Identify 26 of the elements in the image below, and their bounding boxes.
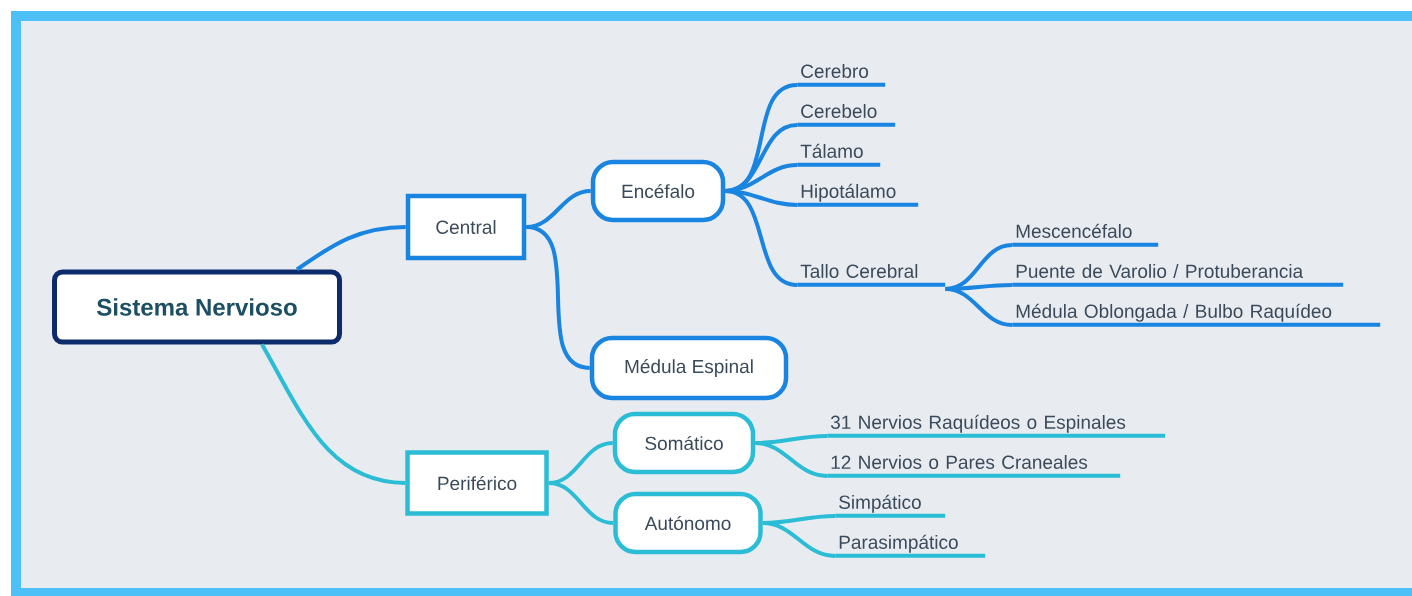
connector (548, 481, 614, 525)
connector (260, 343, 406, 485)
topic-pill: Médula Espinal (589, 335, 789, 401)
topic-pill: Encéfalo (590, 159, 726, 223)
underlined-topic: Puente de Varolio / Protuberancia (1012, 264, 1344, 287)
connector (762, 521, 836, 558)
connector (295, 225, 406, 272)
topic-box: Periférico (405, 450, 549, 516)
topic-pill: Somático (612, 411, 756, 475)
underlined-topic: 31 Nervios Raquídeos o Espinales (827, 414, 1166, 438)
topic-box: Central (405, 193, 527, 261)
underlined-topic: Cerebro (797, 64, 886, 87)
topic-pill: Autónomo (613, 491, 763, 555)
underlined-topic: Tallo Cerebral (797, 264, 946, 287)
connector (525, 225, 591, 370)
underlined-topic: Cerebelo (797, 104, 896, 127)
underlined-topic: Parasimpático (835, 534, 986, 558)
underlined-topic: Tálamo (797, 143, 881, 167)
root-box: Sistema Nervioso (52, 269, 342, 345)
underlined-topic: Hipotálamo (797, 183, 919, 207)
underlined-topic: Simpático (835, 494, 946, 518)
underlined-topic: 12 Nervios o Pares Craneales (827, 455, 1121, 478)
underlined-topic: Mescencéfalo (1012, 223, 1159, 247)
connector (755, 441, 828, 478)
connector (945, 287, 1013, 327)
underlined-topic: Médula Oblongada / Bulbo Raquídeo (1012, 303, 1381, 327)
